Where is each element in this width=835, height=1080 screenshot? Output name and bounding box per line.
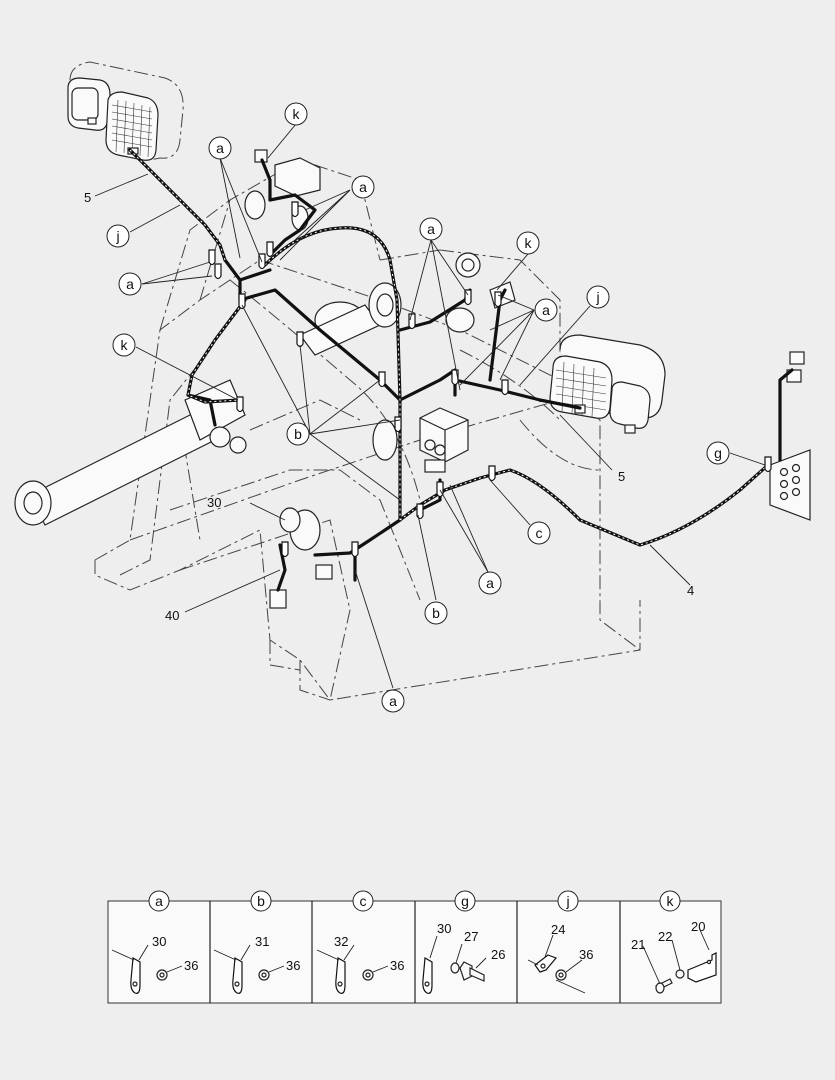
svg-text:a: a xyxy=(542,302,550,318)
legend-cell-k: k 21 22 20 xyxy=(631,890,717,994)
svg-text:j: j xyxy=(595,289,599,305)
wiring-harness xyxy=(128,148,794,592)
callout-a-left: a xyxy=(118,272,142,296)
svg-text:26: 26 xyxy=(491,947,505,962)
callout-k-left: k xyxy=(112,333,136,357)
harness-clip xyxy=(394,416,402,433)
work-lamp-left xyxy=(67,61,184,161)
callout-a-bottom: a xyxy=(381,689,405,713)
harness-clip xyxy=(238,293,246,310)
svg-text:22: 22 xyxy=(658,929,672,944)
svg-text:a: a xyxy=(216,140,224,156)
svg-text:a: a xyxy=(126,276,134,292)
harness-clip xyxy=(416,503,424,520)
leader-lines xyxy=(94,123,766,689)
svg-text:b: b xyxy=(432,605,440,621)
svg-text:g: g xyxy=(714,445,722,461)
hardware-legend: a 30 36 b 31 36 c xyxy=(107,890,722,1004)
svg-text:30: 30 xyxy=(152,934,166,949)
harness-clip xyxy=(281,541,289,558)
connector-panel xyxy=(769,351,811,521)
svg-text:c: c xyxy=(536,525,543,541)
legend-cell-b: b 31 36 xyxy=(213,890,300,994)
svg-text:36: 36 xyxy=(579,947,593,962)
svg-text:32: 32 xyxy=(334,934,348,949)
callout-k-right: k xyxy=(516,231,540,255)
callout-c: c xyxy=(527,521,551,545)
label-5-right: 5 xyxy=(618,469,625,484)
svg-text:k: k xyxy=(525,235,533,251)
svg-text:j: j xyxy=(565,893,569,909)
harness-clip xyxy=(488,465,496,482)
svg-text:a: a xyxy=(486,575,494,591)
svg-text:30: 30 xyxy=(437,921,451,936)
label-30: 30 xyxy=(207,495,221,510)
callout-a-top-left: a xyxy=(208,136,232,160)
svg-text:k: k xyxy=(293,106,301,122)
svg-text:k: k xyxy=(667,893,675,909)
legend-cell-j: j 24 36 xyxy=(527,890,593,994)
svg-text:b: b xyxy=(294,426,302,442)
svg-text:g: g xyxy=(461,893,469,909)
label-40: 40 xyxy=(165,608,179,623)
svg-text:a: a xyxy=(389,693,397,709)
svg-text:k: k xyxy=(121,337,129,353)
svg-text:b: b xyxy=(257,893,265,909)
callout-j-left: j xyxy=(106,224,130,248)
work-lamp-right xyxy=(549,334,666,434)
boom-pivots xyxy=(244,190,475,551)
callout-a-lower: a xyxy=(478,571,502,595)
harness-clip xyxy=(291,201,299,218)
svg-text:a: a xyxy=(155,893,163,909)
switch-block xyxy=(419,407,469,473)
harness-clip xyxy=(296,331,304,348)
legend-cell-g: g 30 27 26 xyxy=(422,890,505,994)
harness-clip xyxy=(494,291,502,308)
harness-clip xyxy=(236,396,244,413)
svg-text:24: 24 xyxy=(551,922,565,937)
callout-b-mid: b xyxy=(286,422,310,446)
svg-text:20: 20 xyxy=(691,919,705,934)
legend-cell-a: a 30 36 xyxy=(111,890,198,994)
svg-text:j: j xyxy=(115,228,119,244)
harness-clip xyxy=(464,289,472,306)
label-5-top: 5 xyxy=(84,190,91,205)
components xyxy=(254,149,516,609)
svg-text:27: 27 xyxy=(464,929,478,944)
label-4: 4 xyxy=(687,583,694,598)
harness-clip xyxy=(501,379,509,396)
svg-text:31: 31 xyxy=(255,934,269,949)
svg-text:36: 36 xyxy=(390,958,404,973)
harness-clip xyxy=(266,241,274,258)
harness-clips xyxy=(208,201,772,558)
harness-clip xyxy=(408,313,416,330)
harness-clip xyxy=(214,263,222,280)
svg-text:36: 36 xyxy=(286,958,300,973)
svg-text:c: c xyxy=(360,893,367,909)
svg-text:21: 21 xyxy=(631,937,645,952)
harness-clip xyxy=(764,456,772,473)
callout-a-mid: a xyxy=(419,217,443,241)
callout-j-right: j xyxy=(586,285,610,309)
svg-text:a: a xyxy=(359,179,367,195)
callout-b-lower: b xyxy=(424,601,448,625)
callout-k-top: k xyxy=(284,102,308,126)
callout-a-top-right: a xyxy=(351,175,375,199)
harness-clip xyxy=(378,371,386,388)
harness-clip xyxy=(351,541,359,558)
callouts: k a a j a a k j a k b g c a b a 5 5 30 4… xyxy=(84,102,730,713)
svg-text:a: a xyxy=(427,221,435,237)
legend-cell-c: c 32 36 xyxy=(316,890,404,994)
svg-text:36: 36 xyxy=(184,958,198,973)
callout-g: g xyxy=(706,441,730,465)
callout-a-right: a xyxy=(534,298,558,322)
lift-cylinder xyxy=(14,379,247,526)
